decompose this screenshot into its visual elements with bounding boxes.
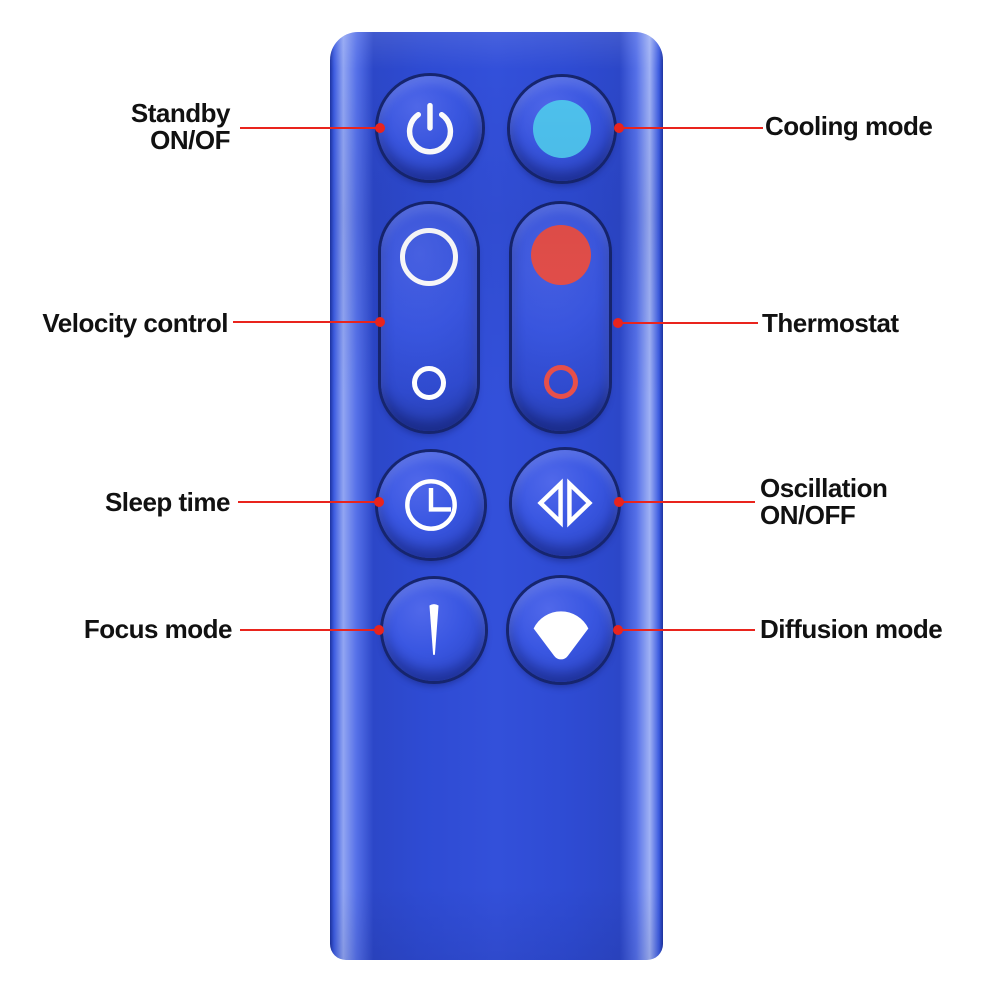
speed-low-ring-icon bbox=[412, 366, 446, 400]
oscillation-callout-dot bbox=[614, 497, 624, 507]
focus-callout-dot bbox=[374, 625, 384, 635]
standby-power-button bbox=[378, 76, 482, 180]
cooling-label-line1: Cooling mode bbox=[765, 111, 933, 141]
diffusion-mode-button bbox=[509, 578, 613, 682]
velocity-label: Velocity control bbox=[20, 310, 228, 337]
standby-label-line2: ON/OF bbox=[150, 125, 230, 155]
cooling-callout-dot bbox=[614, 123, 624, 133]
left-right-triangles-icon bbox=[537, 478, 593, 528]
thermostat-callout-line bbox=[618, 322, 758, 324]
heat-low-ring-icon bbox=[543, 365, 578, 399]
velocity-callout-line bbox=[233, 321, 381, 323]
oscillation-label-line1: Oscillation bbox=[760, 473, 888, 503]
power-icon bbox=[406, 102, 454, 155]
velocity-label-line1: Velocity control bbox=[42, 308, 228, 338]
cooling-callout-line bbox=[619, 127, 763, 129]
speed-high-ring-icon bbox=[400, 228, 458, 286]
diffusion-label-line1: Diffusion mode bbox=[760, 614, 943, 644]
standby-label-line1: Standby bbox=[130, 98, 231, 128]
cooling-label: Cooling mode bbox=[765, 111, 933, 141]
oscillation-callout-line bbox=[619, 501, 755, 503]
standby-callout-line bbox=[240, 127, 381, 129]
thermostat-button bbox=[512, 204, 609, 431]
focus-callout-line bbox=[240, 629, 380, 631]
remote-control-body bbox=[330, 32, 663, 960]
diffused-fan-icon bbox=[533, 611, 589, 660]
sleep-callout-line bbox=[238, 501, 380, 503]
cooling-dot-icon bbox=[533, 100, 591, 158]
thermostat-label: Thermostat bbox=[762, 310, 899, 337]
sleep-label: Sleep time bbox=[40, 487, 231, 517]
clock-icon bbox=[405, 479, 457, 531]
focus-label-line1: Focus mode bbox=[83, 614, 233, 644]
sleep-label-line1: Sleep time bbox=[104, 487, 231, 517]
diffusion-callout-line bbox=[618, 629, 755, 631]
standby-callout-dot bbox=[375, 123, 385, 133]
focus-mode-button bbox=[383, 579, 485, 681]
standby-label: Standby ON/OF bbox=[40, 98, 231, 155]
sleep-callout-dot bbox=[374, 497, 384, 507]
sleep-time-button bbox=[378, 452, 484, 558]
cooling-mode-button bbox=[510, 77, 614, 181]
thermostat-callout-dot bbox=[613, 318, 623, 328]
focused-jet-icon bbox=[429, 604, 439, 655]
velocity-control-button bbox=[381, 204, 477, 431]
oscillation-button bbox=[512, 450, 618, 556]
diffusion-label: Diffusion mode bbox=[760, 614, 943, 644]
thermostat-label-line1: Thermostat bbox=[762, 308, 899, 338]
focus-label: Focus mode bbox=[42, 614, 233, 644]
oscillation-label: Oscillation ON/OFF bbox=[760, 473, 888, 530]
oscillation-label-line2: ON/OFF bbox=[760, 500, 856, 530]
diffusion-callout-dot bbox=[613, 625, 623, 635]
velocity-callout-dot bbox=[375, 317, 385, 327]
heat-high-dot-icon bbox=[530, 225, 591, 285]
